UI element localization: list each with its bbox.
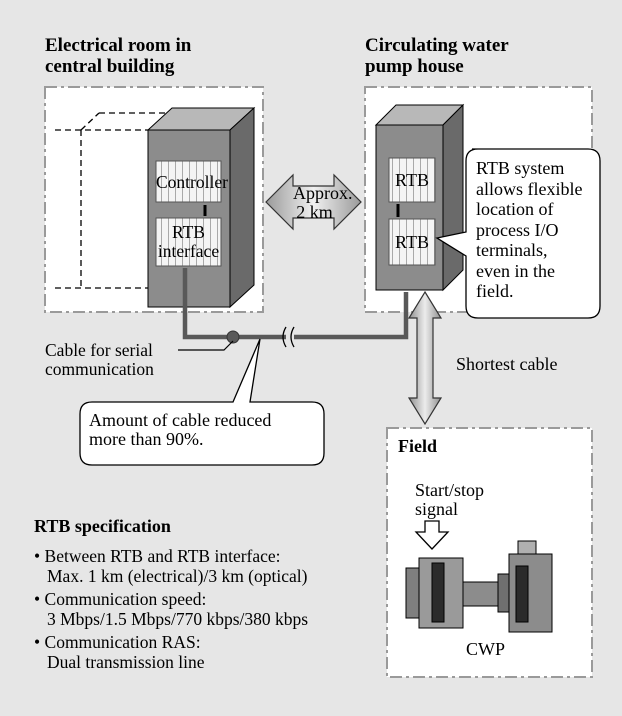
shortest-cable-label: Shortest cable: [456, 354, 558, 374]
spec-bullet: •: [34, 632, 41, 652]
cable-callout-line2: more than 90%.: [89, 429, 204, 450]
spec-list: • Between RTB and RTB interface: Max. 1 …: [34, 546, 308, 672]
start-stop-label-line2: signal: [415, 499, 458, 520]
start-stop-label: Start/stop signal: [415, 480, 485, 520]
rtb-label-2: RTB: [395, 232, 429, 252]
distance-arrow: [265, 173, 362, 231]
cable-label-line2: communication: [45, 358, 154, 379]
cable-label-leader: [178, 340, 234, 351]
pump-house-title: Circulating water pump house: [365, 35, 509, 77]
cable-label: Cable for serial communication: [45, 341, 154, 379]
cable-reduction-callout: [79, 338, 325, 466]
start-stop-arrow: [414, 520, 450, 550]
spec-bullet: •: [34, 546, 41, 566]
rtb-label-1: RTB: [395, 170, 429, 190]
rtb-system-callout-text: RTB system allows flexible location of p…: [476, 158, 582, 302]
controller-label: Controller: [156, 172, 228, 192]
start-stop-label-line1: Start/stop: [415, 480, 485, 500]
rtb-interface-label-line1: RTB: [172, 222, 205, 242]
cable-label-line1: Cable for serial: [45, 340, 153, 360]
cwp-label: CWP: [466, 639, 506, 659]
pump-house-title-line2: pump house: [365, 55, 464, 77]
shortest-cable-arrow: [407, 290, 443, 426]
spec-item: • Between RTB and RTB interface: Max. 1 …: [34, 546, 308, 586]
field-panel: [386, 427, 593, 678]
field-title: Field: [398, 436, 437, 456]
cable-callout-line1: Amount of cable reduced: [89, 410, 272, 430]
spec-item-heading: Between RTB and RTB interface:: [44, 546, 281, 566]
cable-junction-dot: [226, 330, 240, 344]
rtb-callout-line1: RTB system: [476, 158, 565, 178]
controller-module: [155, 160, 222, 203]
rtb-callout-line4: process I/O: [476, 219, 559, 240]
rtb-interface-label: RTB interface: [156, 223, 221, 261]
rtb-callout-line6: even in the: [476, 260, 555, 281]
rtb-callout-line7: field.: [476, 281, 514, 301]
spec-bullet: •: [34, 589, 41, 609]
distance-label-line1: Approx.: [293, 183, 353, 203]
spec-item-heading: Communication RAS:: [44, 632, 201, 652]
rtb-callout-line3: location of: [476, 199, 554, 219]
spec-item-heading: Communication speed:: [44, 589, 207, 609]
central-cabinet: [146, 106, 256, 309]
ghost-cabinet-outline: [55, 112, 170, 289]
rtb-system-callout: [435, 148, 601, 319]
electrical-room-title-line1: Electrical room in: [45, 35, 192, 56]
rtb-interface-label-line2: interface: [157, 240, 220, 261]
cable-reduction-text: Amount of cable reduced more than 90%.: [89, 410, 272, 450]
spec-item: • Communication speed: 3 Mbps/1.5 Mbps/7…: [34, 589, 308, 629]
distance-label: Approx. 2 km: [293, 183, 353, 223]
rtb-callout-line2: allows flexible: [476, 178, 583, 199]
electrical-room-title-line2: central building: [45, 55, 175, 77]
serial-cable: [182, 268, 409, 340]
cable-break-mark: [282, 326, 295, 348]
rtb-interface-module: [155, 217, 222, 267]
spec-title: RTB specification: [34, 516, 171, 536]
spec-item: • Communication RAS: Dual transmission l…: [34, 632, 308, 672]
cwp-pump: [405, 540, 553, 633]
rtb-module-2: [388, 218, 436, 266]
spec-item-value: 3 Mbps/1.5 Mbps/770 kbps/380 kbps: [47, 609, 309, 629]
rtb-module-1: [388, 157, 436, 203]
spec-item-value: Dual transmission line: [47, 652, 205, 672]
spec-item-value: Max. 1 km (electrical)/3 km (optical): [47, 566, 308, 586]
rtb-callout-line5: terminals,: [476, 240, 548, 260]
electrical-room-title: Electrical room in central building: [45, 35, 192, 77]
distance-label-line2: 2 km: [296, 202, 333, 223]
pump-house-title-line1: Circulating water: [365, 35, 509, 56]
